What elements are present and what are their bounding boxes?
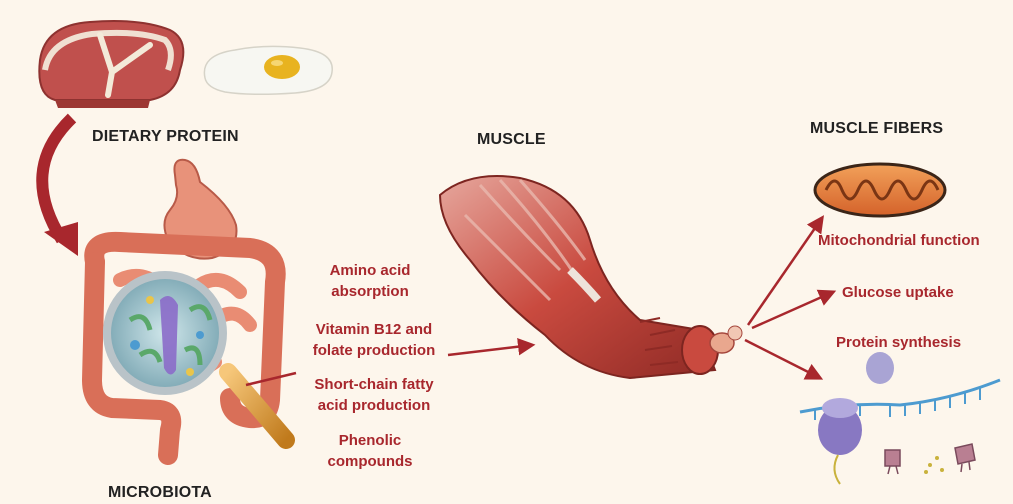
- to-protein-arrow: [745, 340, 820, 378]
- to-muscle-arrow: [448, 345, 532, 355]
- muscle-label: MUSCLE: [477, 131, 546, 149]
- output-scfa: Short-chain fatty acid production: [296, 374, 452, 416]
- muscle-fibers-label: MUSCLE FIBERS: [810, 120, 943, 138]
- output-vitamin: Vitamin B12 and folate production: [294, 319, 454, 361]
- output-phenolic: Phenolic compounds: [300, 430, 440, 472]
- egg-icon: [204, 46, 332, 94]
- microbiota-label: MICROBIOTA: [108, 484, 212, 502]
- output-line: Amino acid: [300, 260, 440, 281]
- mitochondrial-function-label: Mitochondrial function: [818, 230, 980, 251]
- output-line: absorption: [300, 281, 440, 302]
- muscle-icon: [440, 176, 742, 378]
- protein-synthesis-label: Protein synthesis: [836, 332, 961, 353]
- output-line: Vitamin B12 and: [294, 319, 454, 340]
- steak-icon: [39, 21, 183, 108]
- dietary-protein-label: DIETARY PROTEIN: [92, 128, 239, 146]
- glucose-uptake-label: Glucose uptake: [842, 282, 954, 303]
- output-line: Short-chain fatty: [296, 374, 452, 395]
- to-glucose-arrow: [752, 292, 833, 328]
- ribosome-icon: [800, 352, 1000, 484]
- output-line: Phenolic: [300, 430, 440, 451]
- output-amino-acid: Amino acid absorption: [300, 260, 440, 302]
- mitochondrion-icon: [815, 164, 945, 216]
- intake-arrow: [42, 118, 72, 240]
- to-mitochondria-arrow: [748, 218, 822, 325]
- output-line: acid production: [296, 395, 452, 416]
- output-line: compounds: [300, 451, 440, 472]
- output-line: folate production: [294, 340, 454, 361]
